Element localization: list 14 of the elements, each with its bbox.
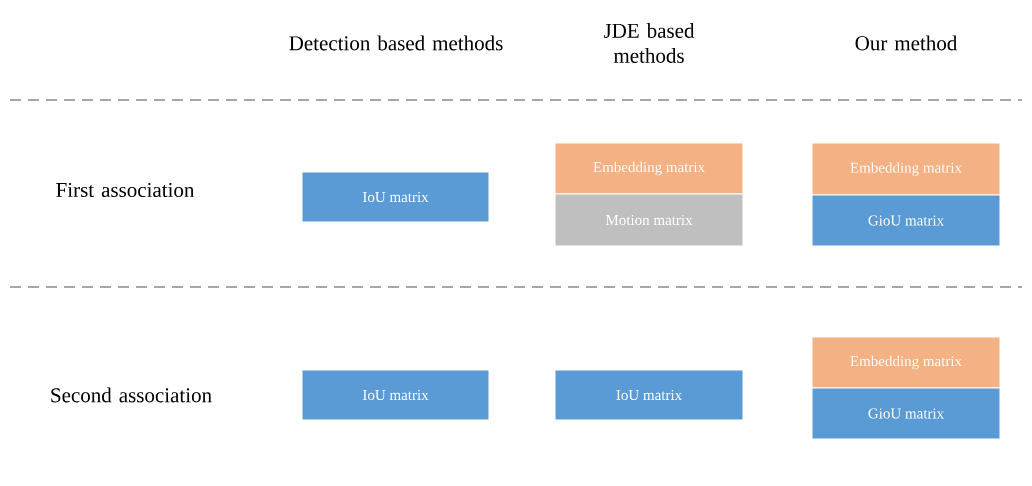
column-heading: Our method bbox=[855, 35, 958, 51]
matrix-box: IoU matrix bbox=[301, 369, 490, 421]
row-label: First association bbox=[56, 182, 195, 198]
matrix-box: IoU matrix bbox=[301, 171, 490, 223]
matrix-box: Embedding matrix bbox=[811, 336, 1001, 389]
matrix-box: GioU matrix bbox=[811, 387, 1001, 440]
column-heading: Detection based methods bbox=[289, 35, 503, 51]
matrix-box: IoU matrix bbox=[554, 369, 744, 421]
matrix-box: Embedding matrix bbox=[811, 142, 1001, 196]
matrix-box: Embedding matrix bbox=[554, 142, 744, 195]
row-label: Second association bbox=[51, 387, 212, 403]
matrix-box: GioU matrix bbox=[811, 194, 1001, 247]
column-heading: JDE based methods bbox=[603, 23, 695, 63]
matrix-box: Motion matrix bbox=[554, 193, 744, 247]
